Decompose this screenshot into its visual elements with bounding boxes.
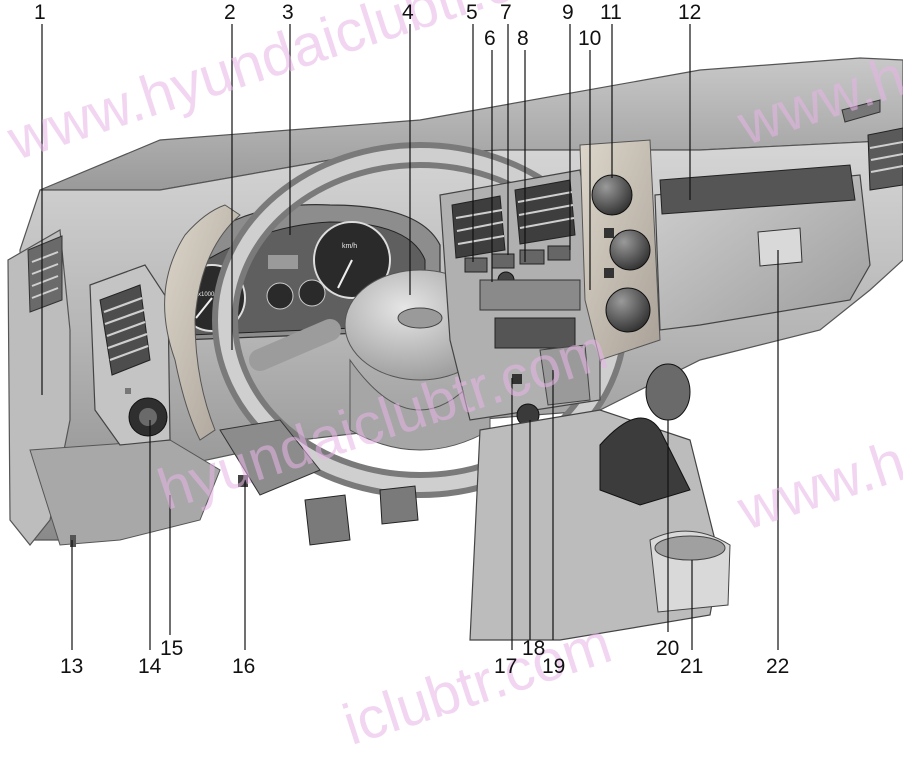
callout-11: 11 bbox=[600, 1, 622, 24]
lower-left-panel bbox=[29, 439, 221, 546]
lower-panel bbox=[539, 344, 591, 406]
callout-17: 17 bbox=[494, 655, 518, 678]
center-switches bbox=[464, 245, 581, 349]
left-side-vent bbox=[27, 235, 63, 313]
callout-16: 16 bbox=[232, 655, 256, 678]
callout-22: 22 bbox=[766, 655, 790, 678]
fan-speed-knob bbox=[609, 229, 651, 271]
headlamp-level-knob bbox=[125, 388, 168, 437]
upper-tray bbox=[659, 164, 856, 215]
callout-4: 4 bbox=[402, 1, 414, 24]
shift-knob bbox=[645, 363, 691, 421]
callout-14: 14 bbox=[138, 655, 162, 678]
callout-1: 1 bbox=[34, 1, 46, 24]
callout-18: 18 bbox=[522, 637, 546, 660]
tilt-lever bbox=[512, 374, 522, 384]
callout-21: 21 bbox=[680, 655, 704, 678]
callout-9: 9 bbox=[562, 1, 574, 24]
callout-13: 13 bbox=[60, 655, 84, 678]
callout-12: 12 bbox=[678, 1, 702, 24]
temp-gauge bbox=[266, 282, 294, 310]
callout-15: 15 bbox=[160, 637, 184, 660]
glove-box-handle bbox=[757, 227, 803, 267]
leader-lines bbox=[41, 24, 779, 650]
hood-release bbox=[238, 475, 248, 487]
clutch-pedal bbox=[304, 494, 351, 546]
odometer-display bbox=[268, 255, 298, 269]
mode-knob bbox=[605, 287, 651, 333]
horn-logo bbox=[397, 307, 443, 329]
callout-6: 6 bbox=[484, 27, 496, 50]
callout-20: 20 bbox=[656, 637, 680, 660]
speedo-unit: km/h bbox=[342, 243, 357, 250]
callout-19: 19 bbox=[542, 655, 566, 678]
callout-2: 2 bbox=[224, 1, 236, 24]
fuel-gauge bbox=[298, 279, 326, 307]
right-side-vent bbox=[841, 99, 903, 191]
left-center-vent bbox=[99, 284, 151, 376]
wood-trim-left bbox=[164, 204, 241, 441]
callout-8: 8 bbox=[517, 27, 529, 50]
tacho-unit: x1000rpm bbox=[198, 292, 225, 298]
fuse-cover bbox=[70, 535, 76, 547]
temperature-knob bbox=[591, 174, 633, 216]
callout-5: 5 bbox=[466, 1, 478, 24]
callout-7: 7 bbox=[500, 1, 512, 24]
steering-column bbox=[219, 419, 321, 496]
callout-3: 3 bbox=[282, 1, 294, 24]
audio-unit bbox=[479, 279, 581, 311]
dashboard-illustration: km/h x1000rpm bbox=[7, 24, 903, 650]
brake-pedal bbox=[379, 485, 419, 525]
climate-controls bbox=[591, 174, 651, 333]
callout-10: 10 bbox=[578, 27, 602, 50]
